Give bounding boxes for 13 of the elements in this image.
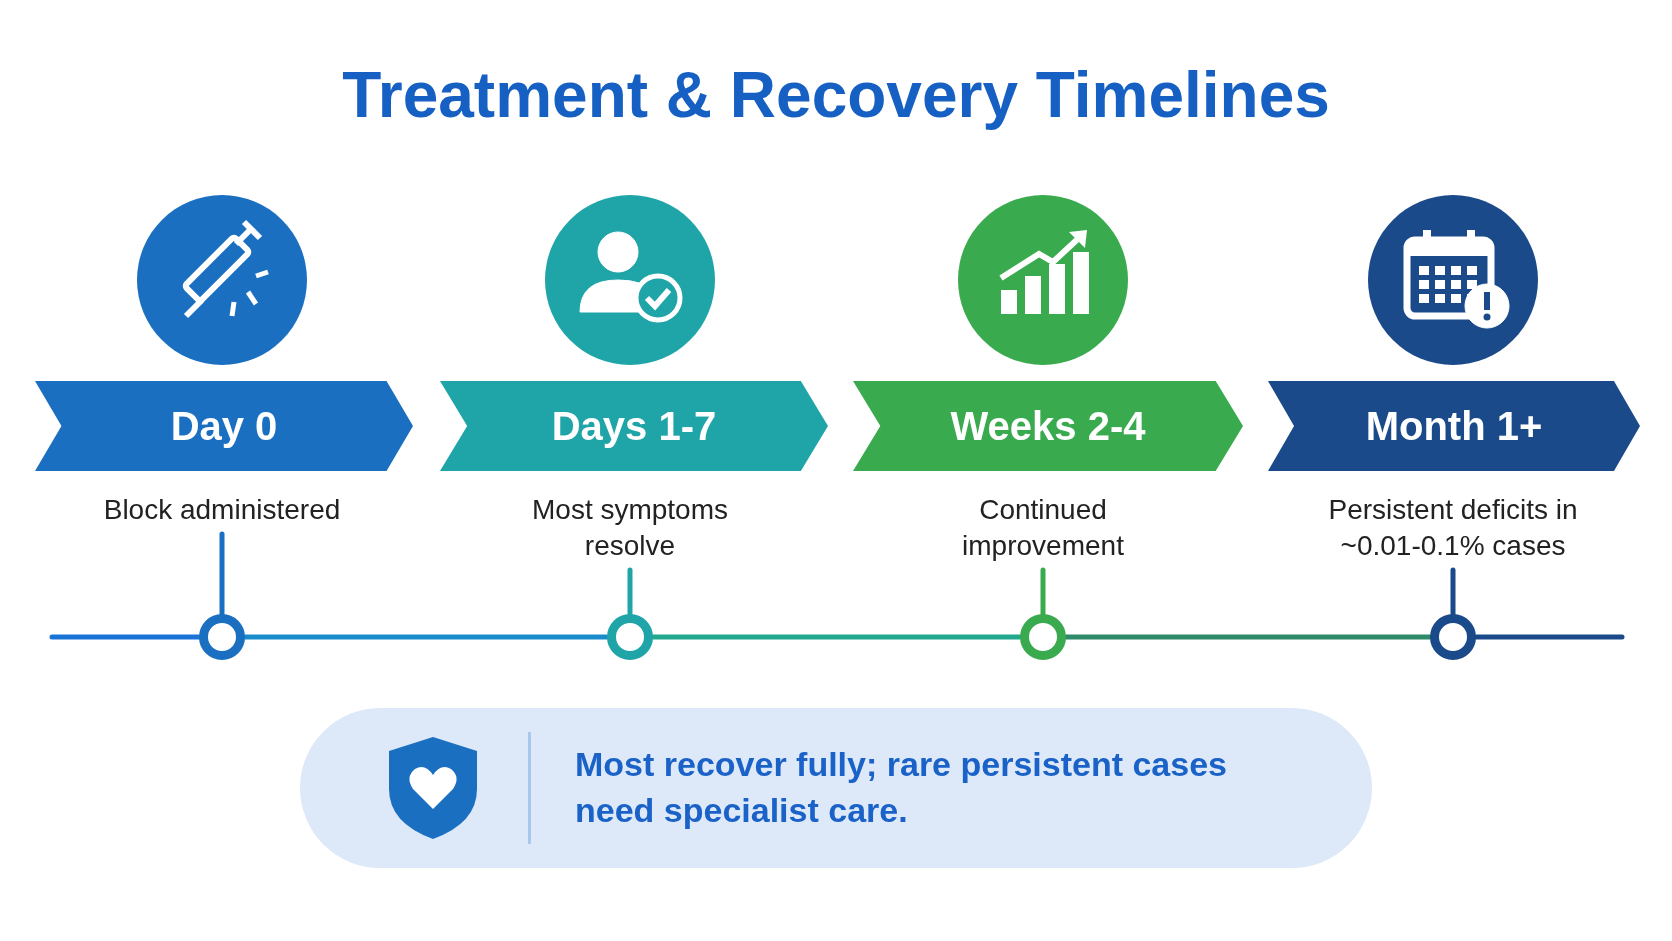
timeline-marker: [607, 614, 653, 660]
note-text: Most recover fully; rare persistent cases need specialist care.: [575, 744, 1228, 831]
phase-banner: Month 1+: [1268, 381, 1640, 471]
phase-banner: Weeks 2-4: [853, 381, 1243, 471]
timeline-marker: [199, 614, 245, 660]
phase-description: Persistent deficits in ~0.01-0.1% cases: [1288, 492, 1618, 564]
phase-banner: Days 1-7: [440, 381, 828, 471]
phase-description: Block administered: [42, 492, 402, 528]
title: Treatment & Recovery Timelines: [341, 58, 1331, 132]
phase-banner: Day 0: [35, 381, 413, 471]
phase-description: Most symptoms resolve: [485, 492, 775, 564]
timeline-marker: [1020, 614, 1066, 660]
phase-description: Continued improvement: [898, 492, 1188, 564]
